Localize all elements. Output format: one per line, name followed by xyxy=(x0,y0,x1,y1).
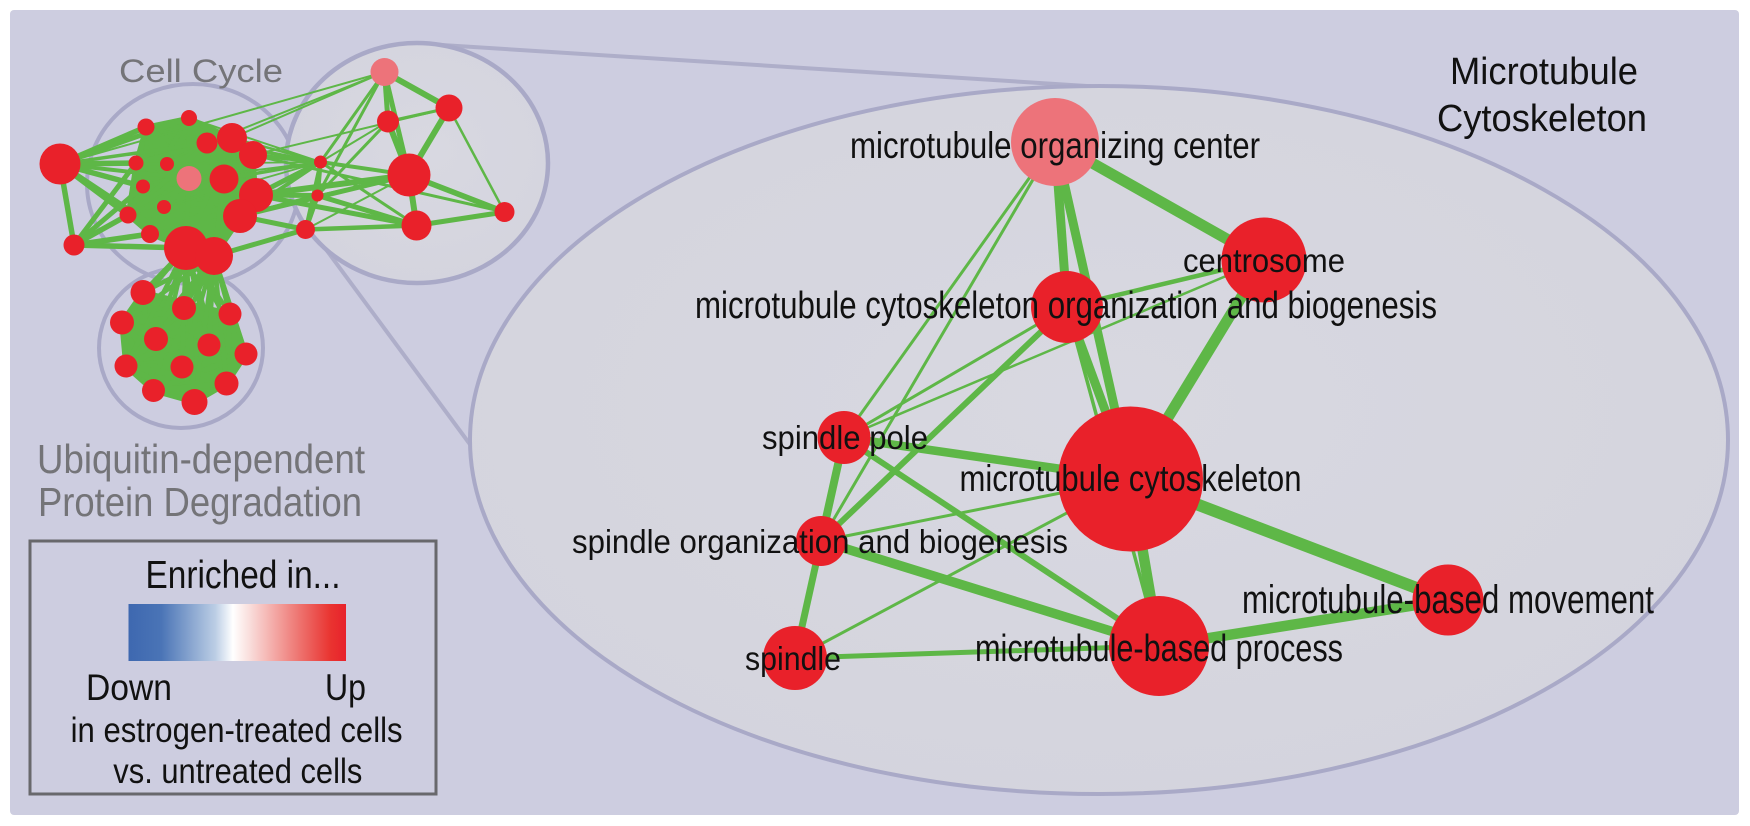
svg-text:spindle organization and bioge: spindle organization and biogenesis xyxy=(572,523,1068,560)
svg-text:Cytoskeleton: Cytoskeleton xyxy=(1437,98,1647,140)
svg-text:spindle: spindle xyxy=(745,640,841,677)
svg-text:in estrogen-treated cells: in estrogen-treated cells xyxy=(71,711,403,750)
svg-text:microtubule-based movement: microtubule-based movement xyxy=(1242,578,1654,622)
svg-text:Cell Cycle: Cell Cycle xyxy=(119,53,283,89)
svg-text:Enriched in...: Enriched in... xyxy=(146,554,341,597)
svg-text:microtubule cytoskeleton: microtubule cytoskeleton xyxy=(960,458,1302,499)
svg-text:Up: Up xyxy=(325,667,366,708)
svg-text:Microtubule: Microtubule xyxy=(1450,51,1638,93)
svg-text:Ubiquitin-dependent: Ubiquitin-dependent xyxy=(37,436,366,482)
svg-text:spindle pole: spindle pole xyxy=(762,419,928,456)
svg-text:Down: Down xyxy=(86,667,172,708)
svg-text:microtubule organizing center: microtubule organizing center xyxy=(850,125,1260,166)
svg-text:microtubule cytoskeleton organ: microtubule cytoskeleton organization an… xyxy=(695,285,1437,327)
svg-text:Protein Degradation: Protein Degradation xyxy=(38,479,362,525)
svg-text:microtubule-based process: microtubule-based process xyxy=(975,628,1343,670)
svg-text:centrosome: centrosome xyxy=(1183,242,1345,279)
svg-text:vs. untreated cells: vs. untreated cells xyxy=(113,752,362,791)
